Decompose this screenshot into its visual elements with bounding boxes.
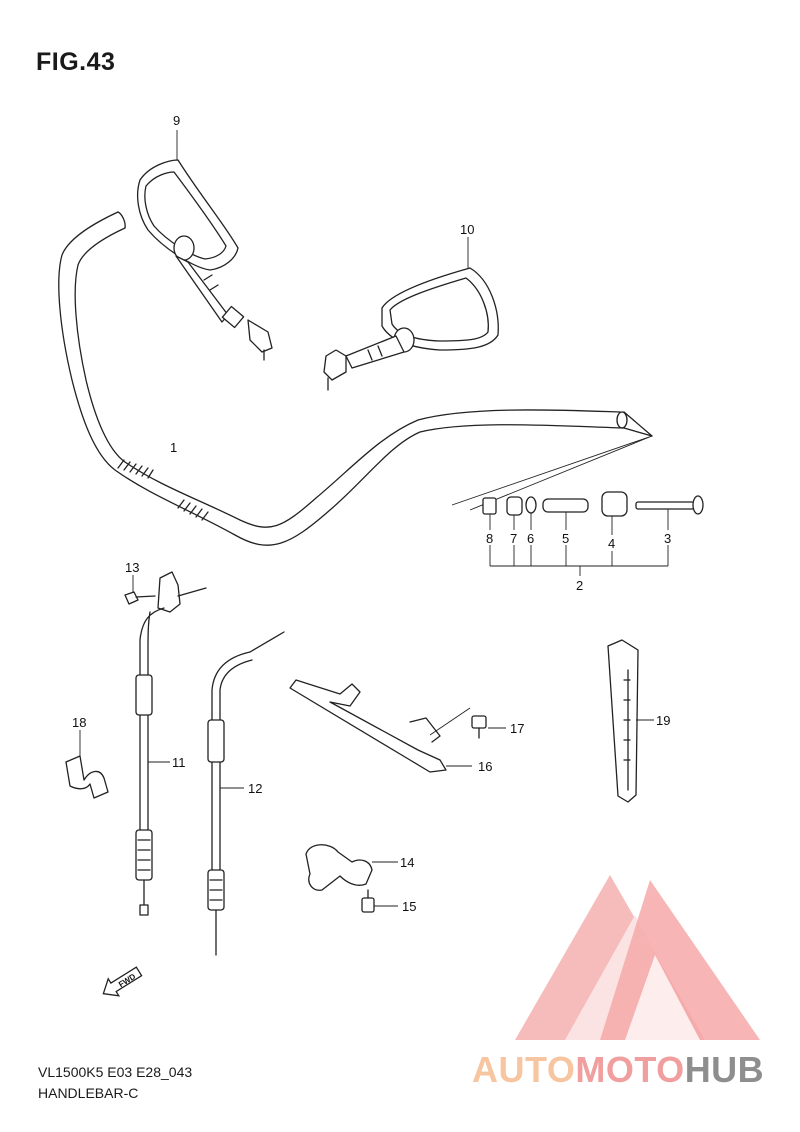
- callout-1: 1: [170, 440, 177, 455]
- watermark-logo: [515, 875, 760, 1040]
- callout-18: 18: [72, 715, 86, 730]
- callout-15: 15: [402, 899, 416, 914]
- callout-4: 4: [608, 536, 615, 551]
- part-19-strap: [607, 639, 654, 803]
- part-4-weight: [601, 491, 628, 517]
- handlebar-weight-assembly: [451, 435, 704, 576]
- part-13-bolt: [124, 571, 207, 613]
- handlebar: [58, 211, 653, 546]
- callout-5: 5: [562, 531, 569, 546]
- throttle-cable-11: [135, 607, 170, 916]
- part-7-collar: [506, 496, 523, 516]
- callout-2: 2: [576, 578, 583, 593]
- callout-8: 8: [486, 531, 493, 546]
- part-18-clamp: [65, 730, 109, 799]
- watermark-part3: HUB: [684, 1049, 765, 1090]
- part-8-nut: [482, 497, 497, 515]
- mirror-right: [323, 237, 499, 391]
- part-15-bolt: [361, 889, 398, 913]
- watermark-text: AUTOMOTOHUB: [472, 1049, 764, 1091]
- callout-17: 17: [510, 721, 524, 736]
- part-5-sleeve: [542, 498, 589, 513]
- section-name: HANDLEBAR-C: [38, 1085, 139, 1101]
- callout-13: 13: [125, 560, 139, 575]
- callout-12: 12: [248, 781, 262, 796]
- part-17-bolt: [471, 715, 506, 739]
- part-3-bolt: [635, 501, 695, 510]
- callout-7: 7: [510, 531, 517, 546]
- callout-6: 6: [527, 531, 534, 546]
- callout-3: 3: [664, 531, 671, 546]
- mirror-left: [137, 130, 273, 361]
- watermark-part2: MOTO: [575, 1049, 685, 1090]
- watermark-part1: AUTO: [472, 1049, 576, 1090]
- part-14-clip: [305, 844, 398, 891]
- part-16-bracket: [289, 679, 472, 773]
- model-code: VL1500K5 E03 E28_043: [38, 1064, 193, 1080]
- figure-title: FIG.43: [36, 48, 116, 76]
- callout-14: 14: [400, 855, 414, 870]
- fwd-direction-arrow: FWD: [102, 966, 143, 997]
- callout-10: 10: [460, 222, 474, 237]
- callout-16: 16: [478, 759, 492, 774]
- part-6-washer: [525, 496, 537, 514]
- callout-11: 11: [172, 755, 186, 770]
- throttle-cable-12: [207, 631, 285, 956]
- callout-19: 19: [656, 713, 670, 728]
- callout-9: 9: [173, 113, 180, 128]
- knurl-marks: [117, 459, 209, 521]
